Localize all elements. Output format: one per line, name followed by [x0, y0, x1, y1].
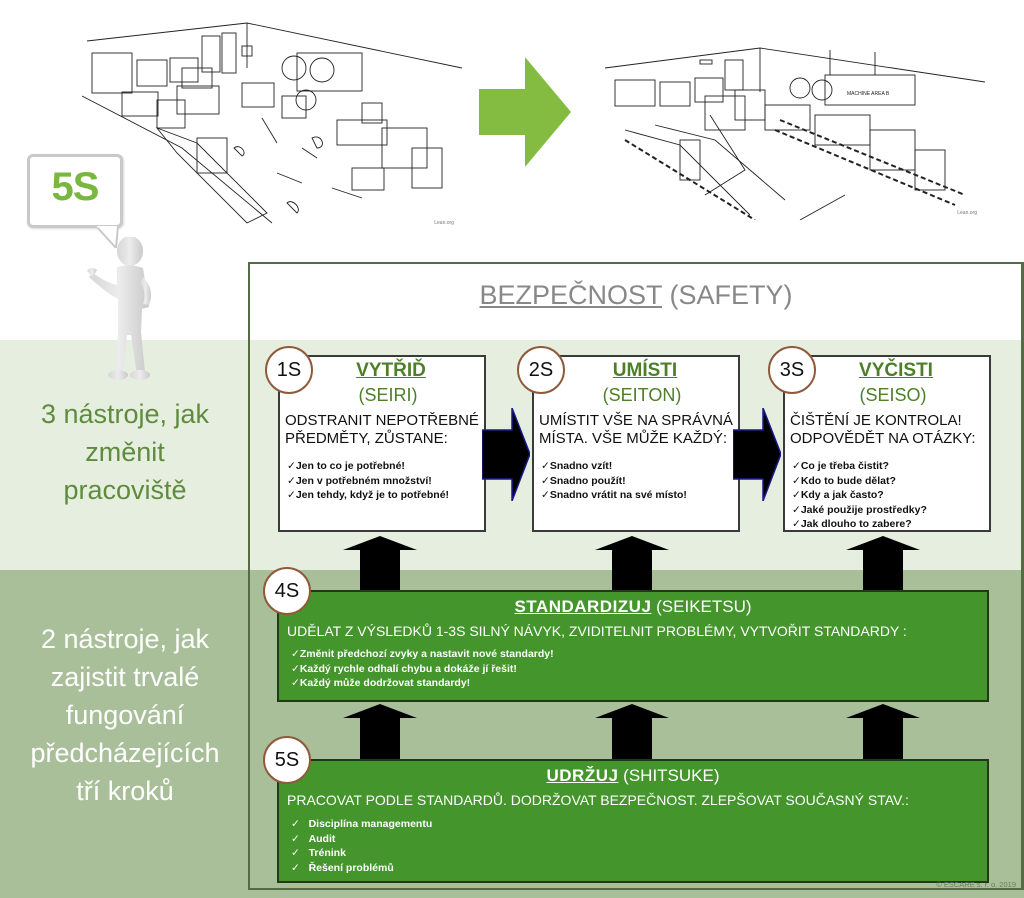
step-number-badge: 2S: [517, 346, 565, 394]
illustration-before: Lean.org: [62, 8, 462, 230]
cluttered-workplace-drawing: [81, 22, 462, 224]
checklist-item: Jak dlouho to zabere?: [792, 517, 987, 532]
step-description-line: PŘEDMĚTY, ZŮSTANE:: [285, 430, 448, 447]
step-subtitle: (SEITON): [602, 385, 682, 405]
side-label-line: změnit: [85, 437, 165, 467]
step-number-badge: 1S: [265, 346, 313, 394]
copyright-notice: © ESCARE s. r. o. 2019: [936, 880, 1016, 889]
step-checklist: Co je třeba čistit? Kdo to bude dělat? K…: [792, 459, 987, 532]
step-title: UMÍSTI: [612, 360, 678, 381]
checklist-item: Jen tehdy, když je to potřebné!: [287, 488, 482, 503]
checklist-item: Audit: [291, 832, 432, 847]
checklist-item: Každý může dodržovat standardy!: [291, 676, 554, 691]
step-subtitle: (SEIRI): [358, 385, 418, 405]
step-box-3s: VYČISTI (SEISO) ČIŠTĚNÍ JE KONTROLA! ODP…: [783, 355, 991, 532]
side-label-two-tools: 2 nástroje, jak zajistit trvalé fungován…: [0, 620, 250, 810]
step-checklist: Snadno vzít! Snadno použít! Snadno vráti…: [541, 459, 736, 503]
step-title-line: UDRŽUJ (SHITSUKE): [279, 766, 987, 786]
step-box-2s: UMÍSTI (SEITON) UMÍSTIT VŠE NA SPRÁVNÁ M…: [532, 355, 740, 532]
step-description: UDĚLAT Z VÝSLEDKŮ 1-3S SILNÝ NÁVYK, ZVID…: [287, 623, 907, 639]
arrow-right-icon: [733, 408, 781, 501]
speech-bubble: 5S: [27, 154, 123, 228]
step-description: ČIŠTĚNÍ JE KONTROLA! ODPOVĚDĚT NA OTÁZKY…: [790, 412, 987, 448]
presenter-figure-icon: [87, 237, 151, 380]
safety-title-main: BEZPEČNOST: [479, 280, 663, 310]
step-number-badge: 5S: [263, 736, 311, 784]
arrow-up-icon: [595, 704, 669, 760]
bubble-5s-text: 5S: [51, 165, 100, 209]
checklist-item: Změnit předchozí zvyky a nastavit nové s…: [291, 647, 554, 662]
side-label-line: 2 nástroje, jak: [40, 624, 210, 654]
checklist-item: Jen to co je potřebné!: [287, 459, 482, 474]
safety-frame: [248, 262, 1024, 890]
arrow-up-icon: [343, 536, 417, 592]
organized-workplace-drawing: MACHINE AREA B: [604, 47, 985, 220]
illustration-credit: Lean.org: [957, 210, 977, 216]
step-title: UDRŽUJ: [546, 766, 619, 785]
side-label-line: zajistit trvalé: [50, 662, 200, 692]
step-description-line: UMÍSTIT VŠE NA SPRÁVNÁ: [539, 412, 733, 429]
side-label-line: tří kroků: [76, 776, 174, 806]
checklist-item: Řešení problémů: [291, 861, 432, 876]
step-subtitle: (SEISO): [859, 385, 927, 405]
side-label-three-tools: 3 nástroje, jak změnit pracoviště: [0, 395, 250, 509]
step-description: UMÍSTIT VŠE NA SPRÁVNÁ MÍSTA. VŠE MŮŽE K…: [539, 412, 736, 448]
step-box-5s: UDRŽUJ (SHITSUKE) PRACOVAT PODLE STANDAR…: [277, 759, 989, 883]
step-box-1s: VYTŘIĎ (SEIRI) ODSTRANIT NEPOTŘEBNÉ PŘED…: [278, 355, 486, 532]
safety-title: BEZPEČNOST (SAFETY): [248, 280, 1024, 311]
step-description-line: MÍSTA. VŠE MŮŽE KAŽDÝ:: [539, 430, 728, 447]
checklist-item: Snadno vrátit na své místo!: [541, 488, 736, 503]
safety-title-english: (SAFETY): [662, 280, 793, 310]
speech-bubble-tail: [96, 226, 120, 248]
checklist-item: Jen v potřebném množství!: [287, 474, 482, 489]
transform-arrow-icon: [479, 57, 571, 167]
step-box-4s: STANDARDIZUJ (SEIKETSU) UDĚLAT Z VÝSLEDK…: [277, 590, 989, 702]
step-checklist: Změnit předchozí zvyky a nastavit nové s…: [291, 647, 554, 691]
step-number-badge: 3S: [768, 346, 816, 394]
step-description-line: ODPOVĚDĚT NA OTÁZKY:: [790, 430, 976, 447]
step-description-line: ČIŠTĚNÍ JE KONTROLA!: [790, 412, 962, 429]
step-number-badge: 4S: [263, 567, 311, 615]
side-label-line: pracoviště: [63, 475, 187, 505]
checklist-item: Každý rychle odhalí chybu a dokáže jí ře…: [291, 662, 554, 677]
side-label-line: fungování: [65, 700, 185, 730]
step-subtitle: (SHITSUKE): [618, 766, 720, 785]
arrow-up-icon: [846, 704, 920, 760]
step-description: PRACOVAT PODLE STANDARDŮ. DODRŽOVAT BEZP…: [287, 792, 909, 808]
illustration-credit: Lean.org: [434, 220, 454, 226]
step-checklist: Disciplína managementu Audit Trénink Řeš…: [291, 817, 433, 876]
arrow-up-icon: [846, 536, 920, 592]
illustration-after: MACHINE AREA B Lean.org: [585, 20, 985, 220]
arrow-up-icon: [343, 704, 417, 760]
step-title: STANDARDIZUJ: [514, 597, 652, 616]
step-title-line: STANDARDIZUJ (SEIKETSU): [279, 597, 987, 617]
side-label-line: předcházejících: [30, 738, 220, 768]
step-description-line: ODSTRANIT NEPOTŘEBNÉ: [285, 412, 479, 429]
arrow-up-icon: [595, 536, 669, 592]
machine-area-sign: MACHINE AREA B: [847, 91, 890, 97]
checklist-item: Co je třeba čistit?: [792, 459, 987, 474]
checklist-item: Jaké použije prostředky?: [792, 503, 987, 518]
checklist-item: Disciplína managementu: [291, 817, 433, 832]
step-title: VYTŘIĎ: [356, 360, 426, 381]
step-checklist: Jen to co je potřebné! Jen v potřebném m…: [287, 459, 482, 503]
checklist-item: Snadno použít!: [541, 474, 736, 489]
checklist-item: Kdy a jak často?: [792, 488, 987, 503]
arrow-right-icon: [482, 408, 530, 501]
step-description: ODSTRANIT NEPOTŘEBNÉ PŘEDMĚTY, ZŮSTANE:: [285, 412, 482, 448]
checklist-item: Snadno vzít!: [541, 459, 736, 474]
step-subtitle: (SEIKETSU): [651, 597, 752, 616]
side-label-line: 3 nástroje, jak: [40, 399, 210, 429]
step-title: VYČISTI: [859, 360, 933, 381]
checklist-item: Kdo to bude dělat?: [792, 474, 987, 489]
checklist-item: Trénink: [291, 846, 432, 861]
